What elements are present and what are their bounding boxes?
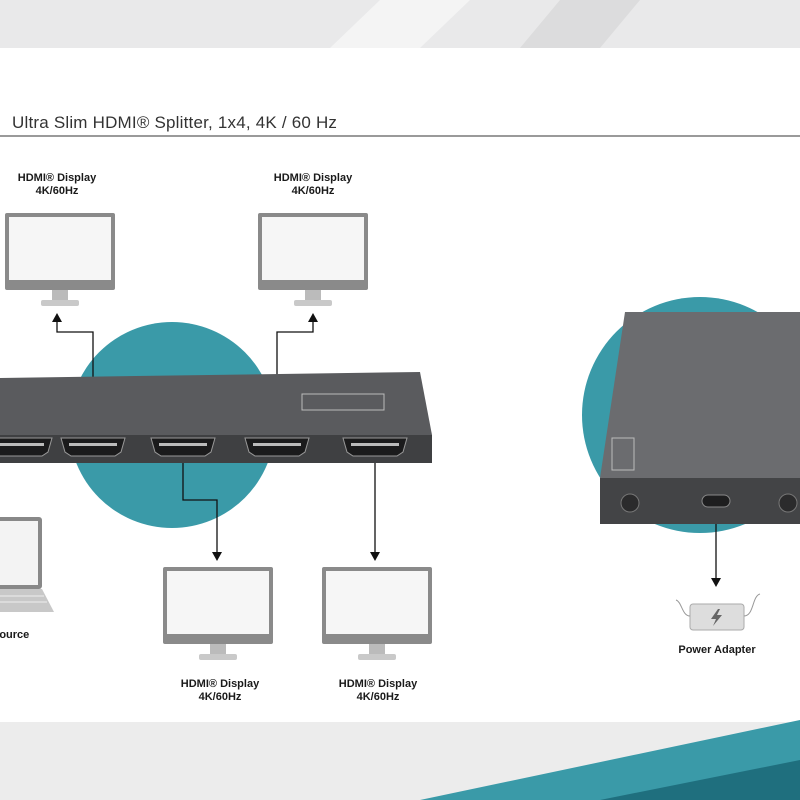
monitor-icon <box>5 213 115 306</box>
display-spec: 4K/60Hz <box>35 185 79 197</box>
hdmi-splitter-device <box>0 372 432 463</box>
digitus-logo <box>301 393 385 411</box>
hdmi-port-pins <box>351 443 399 446</box>
power-port <box>701 494 731 508</box>
power-adapter-icon <box>675 593 761 631</box>
hdmi-port-pins <box>253 443 301 446</box>
screw-icon <box>620 493 640 513</box>
hdmi-port-pins <box>159 443 207 446</box>
hdmi-port <box>150 437 216 457</box>
hdmi-port-pins <box>0 443 44 446</box>
laptop-source-icon <box>0 517 54 612</box>
display-name: HDMI® Display <box>273 172 353 184</box>
top-background-band <box>0 0 800 48</box>
display-label: HDMI® Display 4K/60Hz <box>253 172 373 198</box>
display-spec: 4K/60Hz <box>291 185 335 197</box>
monitor-icon <box>258 213 368 306</box>
display-spec: 4K/60Hz <box>198 691 242 703</box>
source-label: Source <box>0 629 30 641</box>
hdmi-port <box>244 437 310 457</box>
splitter-rear-view <box>600 312 800 524</box>
display-label: HDMI® Display 4K/60Hz <box>0 172 117 198</box>
hdmi-port <box>342 437 408 457</box>
display-label: HDMI® Display 4K/60Hz <box>160 678 280 704</box>
display-spec: 4K/60Hz <box>356 691 400 703</box>
display-name: HDMI® Display <box>338 678 418 690</box>
screw-icon <box>778 493 798 513</box>
display-label: HDMI® Display 4K/60Hz <box>318 678 438 704</box>
digitus-logo-rear <box>611 437 635 471</box>
page-title: Ultra Slim HDMI® Splitter, 1x4, 4K / 60 … <box>12 113 338 132</box>
bottom-background-band <box>0 720 800 800</box>
power-adapter-label: Power Adapter <box>678 644 756 656</box>
hdmi-port <box>0 437 53 457</box>
display-name: HDMI® Display <box>17 172 97 184</box>
monitor-icon <box>322 567 432 660</box>
hdmi-port-pins <box>69 443 117 446</box>
display-name: HDMI® Display <box>180 678 260 690</box>
monitor-icon <box>163 567 273 660</box>
arrowheads <box>52 313 721 587</box>
hdmi-port <box>60 437 126 457</box>
